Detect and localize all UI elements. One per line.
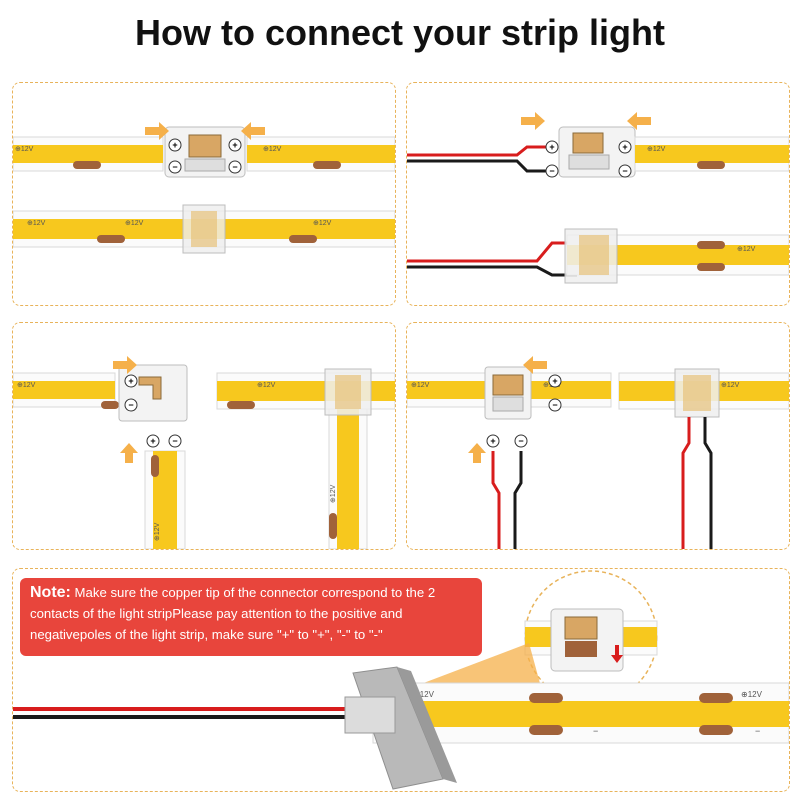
svg-text:−: − xyxy=(593,726,598,736)
svg-text:+: + xyxy=(552,376,557,386)
page-title: How to connect your strip light xyxy=(135,12,665,53)
svg-text:−: − xyxy=(518,436,523,446)
svg-text:⊕12V: ⊕12V xyxy=(125,220,144,227)
wire-to-strip-diagram: + − + − ⊕12V ⊕12V xyxy=(407,112,789,284)
svg-text:−: − xyxy=(172,436,177,446)
svg-text:−: − xyxy=(128,400,133,410)
svg-text:−: − xyxy=(232,162,237,172)
black-wire xyxy=(407,159,557,173)
svg-text:⊕12V: ⊕12V xyxy=(17,382,36,389)
red-wire xyxy=(407,145,557,157)
svg-text:+: + xyxy=(232,140,237,150)
svg-text:+: + xyxy=(549,142,554,152)
svg-text:⊕12V: ⊕12V xyxy=(737,246,756,253)
svg-text:⊕12V: ⊕12V xyxy=(27,220,46,227)
svg-text:⊕12V: ⊕12V xyxy=(154,522,161,541)
panel-wire-to-strip: + − + − ⊕12V ⊕12V xyxy=(406,82,790,306)
panel-t-shape-wire: ⊕12V ⊕12V + − + − ⊕12V xyxy=(406,322,790,550)
svg-text:+: + xyxy=(172,140,177,150)
note-box: Note: Make sure the copper tip of the co… xyxy=(20,578,482,656)
minus-icon xyxy=(168,160,182,174)
svg-text:−: − xyxy=(549,166,554,176)
l-shape-strip-diagram: ⊕12V + − + − ⊕12V ⊕12V ⊕12V xyxy=(13,356,395,549)
svg-text:+: + xyxy=(128,376,133,386)
down-arrow-icon xyxy=(611,645,623,663)
svg-text:⊕12V: ⊕12V xyxy=(15,146,34,153)
svg-text:+: + xyxy=(490,436,495,446)
copper-pad xyxy=(73,161,101,169)
svg-text:⊕12V: ⊕12V xyxy=(257,382,276,389)
svg-text:⊕12V: ⊕12V xyxy=(313,220,332,227)
svg-text:⊕12V: ⊕12V xyxy=(330,484,337,503)
svg-text:⊕12V: ⊕12V xyxy=(411,382,430,389)
note-text: Make sure the copper tip of the connecto… xyxy=(30,585,436,642)
up-arrow-icon xyxy=(120,443,138,463)
svg-text:⊕12V: ⊕12V xyxy=(263,146,282,153)
plus-icon xyxy=(168,138,182,152)
svg-text:−: − xyxy=(172,162,177,172)
svg-text:+: + xyxy=(622,142,627,152)
connector-detail-diagram: ⊕12V ⊕12V − − xyxy=(13,570,789,790)
svg-text:⊕12V: ⊕12V xyxy=(741,690,763,699)
left-arrow-icon xyxy=(241,122,265,140)
svg-text:⊕12V: ⊕12V xyxy=(647,146,666,153)
svg-text:−: − xyxy=(552,400,557,410)
note-label: Note: xyxy=(30,584,71,601)
panel-strip-to-strip: ⊕12V ⊕12V + − + − ⊕12V ⊕12V ⊕12V xyxy=(12,82,396,306)
svg-text:⊕12V: ⊕12V xyxy=(721,382,740,389)
strip-to-strip-diagram: ⊕12V ⊕12V + − + − ⊕12V ⊕12V ⊕12V xyxy=(13,122,395,254)
right-arrow-icon xyxy=(145,122,169,140)
svg-text:−: − xyxy=(622,166,627,176)
t-shape-wire-diagram: ⊕12V ⊕12V + − + − ⊕12V xyxy=(407,356,789,549)
svg-text:+: + xyxy=(150,436,155,446)
panel-l-shape-strip: ⊕12V + − + − ⊕12V ⊕12V ⊕12V xyxy=(12,322,396,550)
svg-text:−: − xyxy=(755,726,760,736)
